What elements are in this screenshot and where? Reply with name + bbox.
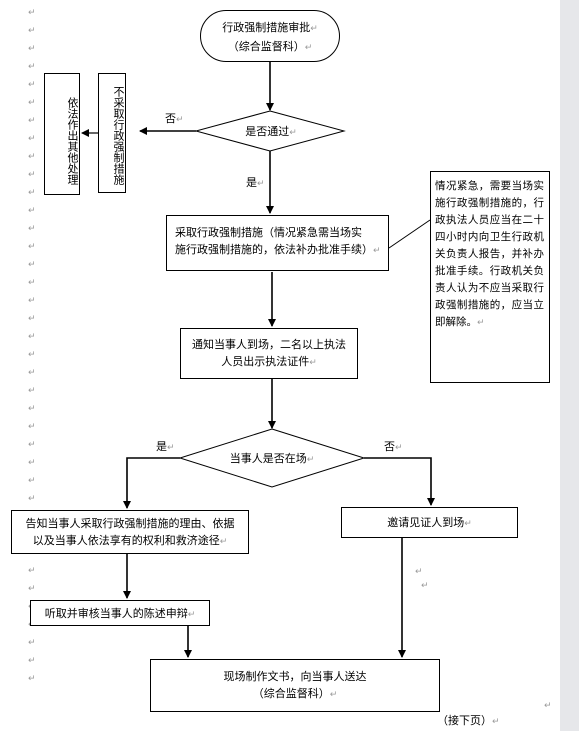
paragraph-mark: ↵	[28, 206, 36, 216]
arrow-present-yes	[123, 457, 180, 509]
decision-pass-text: 是否通过↵	[226, 123, 316, 142]
paragraph-mark: ↵	[28, 314, 36, 324]
decision-present-text: 当事人是否在场↵	[212, 450, 332, 469]
paragraph-mark: ↵	[329, 690, 338, 700]
decision-present-label: 当事人是否在场	[229, 452, 307, 465]
invite-witness-text: 邀请见证人到场	[387, 516, 465, 529]
paragraph-mark: ↵	[167, 443, 175, 453]
paragraph-mark: ↵	[28, 440, 36, 450]
paragraph-mark: ↵	[28, 476, 36, 486]
inform-party-line2: 以及当事人依法享有的权利和救济途径	[32, 534, 220, 547]
paragraph-mark: ↵	[28, 296, 36, 306]
take-measures-line2: 施行政强制措施的，依法补办批准手续）	[175, 243, 373, 256]
paragraph-mark: ↵	[28, 224, 36, 234]
paragraph-mark: ↵	[28, 566, 36, 576]
notify-party-line1: 通知当事人到场，二名以上执法	[192, 338, 346, 351]
paragraph-mark: ↵	[373, 246, 381, 256]
paragraph-mark: ↵	[28, 260, 36, 270]
paragraph-mark: ↵	[219, 537, 228, 547]
paragraph-mark: ↵	[28, 8, 36, 18]
paragraph-mark: ↵	[421, 581, 429, 591]
editor-sidebar	[560, 0, 579, 731]
hear-statement-box: 听取并审核当事人的陈述申辩↵	[30, 600, 210, 626]
paragraph-mark: ↵	[464, 519, 472, 529]
paragraph-mark: ↵	[257, 179, 265, 189]
paragraph-mark: ↵	[28, 422, 36, 432]
inform-party-box: 告知当事人采取行政强制措施的理由、依据 以及当事人依法享有的权利和救济途径↵	[11, 510, 249, 554]
continued-next-page-text: （接下页）	[437, 714, 492, 727]
notify-party-box: 通知当事人到场，二名以上执法 人员出示执法证件↵	[180, 328, 358, 379]
paragraph-mark: ↵	[176, 115, 184, 125]
start-node-dept: （综合监督科）	[227, 40, 305, 53]
paragraph-mark: ↵	[28, 116, 36, 126]
take-measures-box: 采取行政强制措施（情况紧急需当场实 施行政强制措施的，依法补办批准手续）↵	[166, 215, 389, 271]
decision-pass-label: 是否通过	[245, 125, 290, 138]
paragraph-mark: ↵	[28, 170, 36, 180]
present-yes-text: 是	[156, 440, 167, 453]
decision-present-diamond	[178, 428, 366, 488]
paragraph-mark: ↵	[477, 318, 485, 328]
notify-party-line2: 人员出示执法证件	[221, 355, 310, 368]
paragraph-mark: ↵	[304, 43, 313, 53]
emergency-note-box: 情况紧急，需要当场实施行政强制措施的，行政执法人员应当在二十四小时内向卫生行政机…	[430, 171, 550, 383]
callout-pointer	[388, 219, 431, 249]
handle-otherwise-text: 依法作出其他处理	[66, 97, 79, 185]
make-document-line2: （综合监督科）	[252, 687, 330, 700]
paragraph-mark: ↵	[28, 26, 36, 36]
paragraph-mark: ↵	[28, 134, 36, 144]
present-no-label: 否↵	[384, 440, 403, 455]
paragraph-mark: ↵	[309, 358, 317, 368]
not-take-measures-text: 不采取行政强制措施	[112, 86, 125, 185]
paragraph-mark: ↵	[28, 188, 36, 198]
paragraph-mark: ↵	[28, 80, 36, 90]
paragraph-mark: ↵	[28, 350, 36, 360]
paragraph-mark: ↵	[310, 24, 318, 34]
paragraph-mark: ↵	[492, 717, 500, 727]
flowchart-connectors	[81, 62, 435, 658]
hear-statement-text: 听取并审核当事人的陈述申辩	[44, 607, 188, 620]
continued-next-page: （接下页）↵	[437, 714, 500, 729]
present-no-text: 否	[384, 440, 395, 453]
paragraph-mark: ↵	[28, 584, 36, 594]
paragraph-mark: ↵	[28, 656, 36, 666]
paragraph-mark: ↵	[28, 674, 36, 684]
emergency-note-text: 情况紧急，需要当场实施行政强制措施的，行政执法人员应当在二十四小时内向卫生行政机…	[435, 180, 544, 328]
paragraph-mark: ↵	[28, 368, 36, 378]
paragraph-mark: ↵	[28, 98, 36, 108]
pass-no-text: 否	[165, 112, 176, 125]
paragraph-mark: ↵	[28, 404, 36, 414]
inform-party-line1: 告知当事人采取行政强制措施的理由、依据	[25, 517, 235, 530]
paragraph-mark: ↵	[28, 44, 36, 54]
pass-yes-text: 是	[246, 176, 257, 189]
pass-no-label: 否↵	[165, 112, 184, 127]
make-document-line1: 现场制作文书，向当事人送达	[223, 670, 367, 683]
paragraph-mark: ↵	[28, 494, 36, 504]
paragraph-mark: ↵	[28, 242, 36, 252]
paragraph-mark: ↵	[28, 278, 36, 288]
paragraph-mark: ↵	[306, 455, 315, 465]
start-node-title: 行政强制措施审批	[222, 21, 311, 34]
paragraph-mark: ↵	[415, 567, 423, 577]
paragraph-mark: ↵	[28, 62, 36, 72]
paragraph-mark: ↵	[28, 386, 36, 396]
paragraph-mark: ↵	[187, 610, 196, 620]
handle-otherwise-box: 依法作出其他处理	[44, 73, 80, 195]
not-take-measures-box: 不采取行政强制措施	[98, 73, 126, 193]
paragraph-mark: ↵	[28, 638, 36, 648]
paragraph-mark: ↵	[28, 458, 36, 468]
start-node: 行政强制措施审批↵ （综合监督科）↵	[200, 10, 340, 62]
paragraph-mark: ↵	[289, 128, 297, 138]
pass-yes-label: 是↵	[246, 176, 265, 191]
paragraph-mark: ↵	[544, 701, 552, 711]
invite-witness-box: 邀请见证人到场↵	[341, 507, 518, 538]
take-measures-line1: 采取行政强制措施（情况紧急需当场实	[175, 226, 362, 239]
paragraph-mark: ↵	[28, 152, 36, 162]
paragraph-mark: ↵	[395, 443, 403, 453]
present-yes-label: 是↵	[156, 440, 175, 455]
make-document-box: 现场制作文书，向当事人送达 （综合监督科）↵	[150, 659, 440, 712]
arrow-present-no	[364, 457, 435, 506]
paragraph-mark: ↵	[28, 332, 36, 342]
